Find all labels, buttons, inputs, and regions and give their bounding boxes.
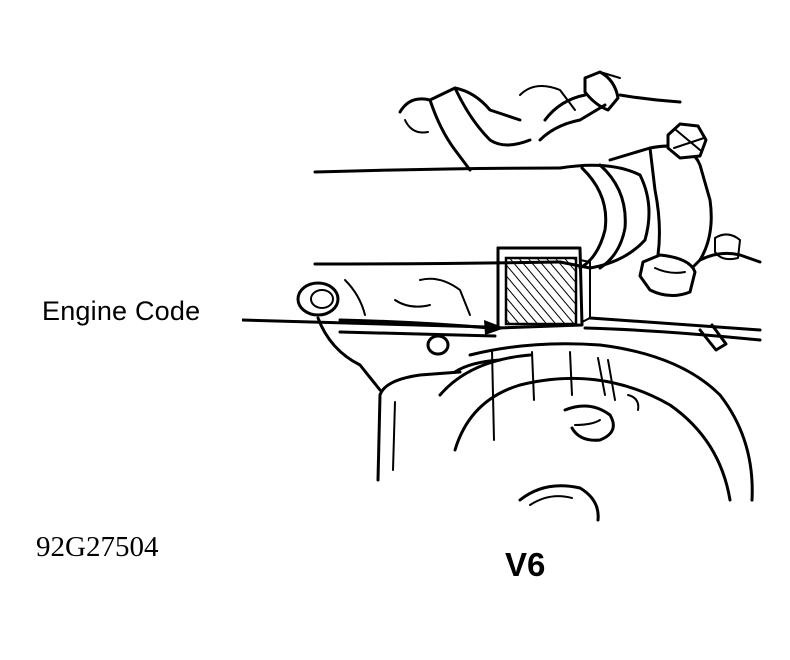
engine-type-label: V6 xyxy=(505,546,546,583)
callout-arrow xyxy=(241,318,505,335)
left-bolt xyxy=(296,281,340,317)
engine-code-pad xyxy=(496,246,591,330)
figure-id: 92G27504 xyxy=(36,531,159,563)
timing-cover xyxy=(376,323,754,522)
coolant-pipe xyxy=(313,163,651,270)
block-left-detail xyxy=(316,277,471,392)
upper-bracket xyxy=(398,70,682,172)
engine-code-callout: Engine Code xyxy=(42,296,201,326)
thermostat-housing xyxy=(608,122,762,297)
